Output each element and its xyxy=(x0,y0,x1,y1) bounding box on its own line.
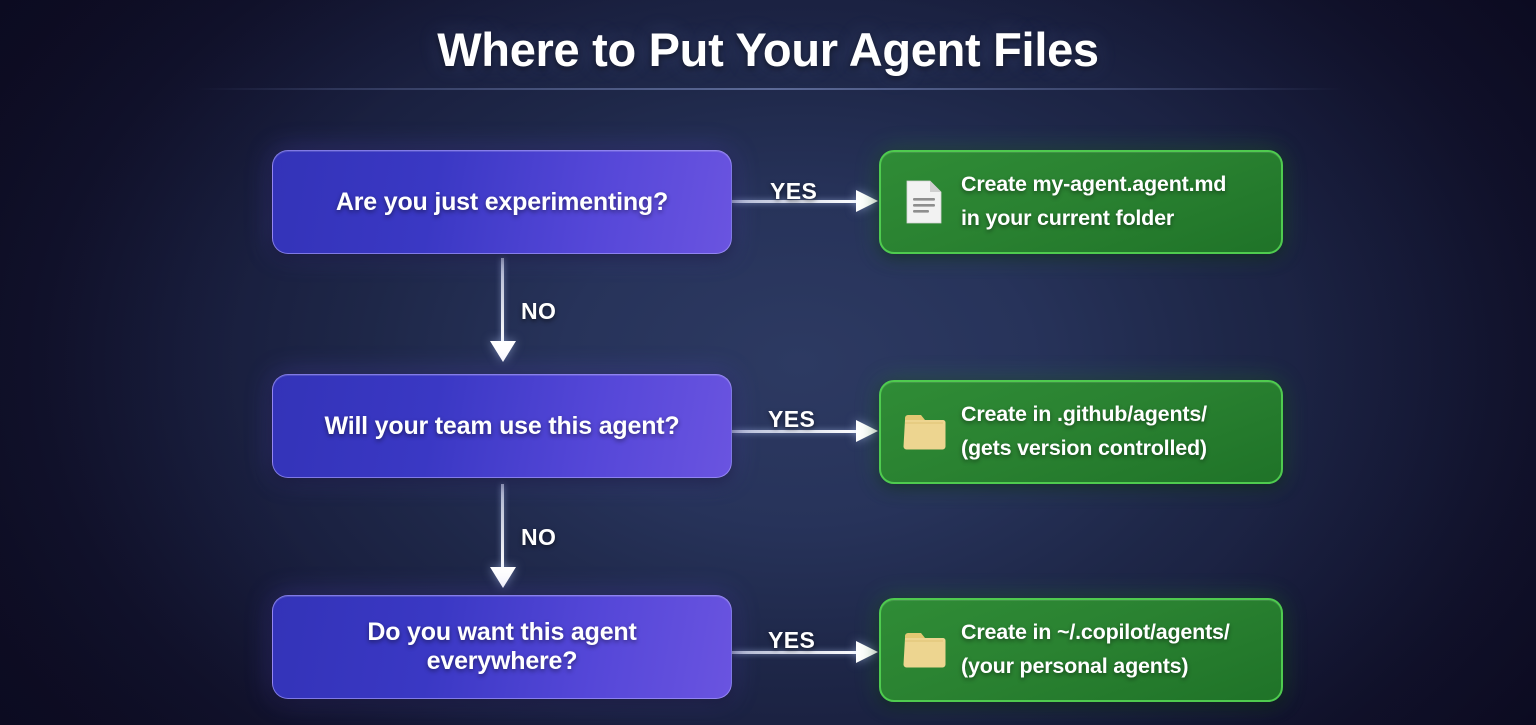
arrow-head xyxy=(856,420,878,442)
arrow-shaft xyxy=(732,430,858,433)
action-text: Create in .github/agents/ (gets version … xyxy=(961,398,1207,466)
arrow-head xyxy=(490,567,516,588)
decision-label: Do you want this agent everywhere? xyxy=(367,618,637,675)
action-box-copilot-agents[interactable]: Create in ~/.copilot/agents/ (your perso… xyxy=(879,598,1283,702)
action-text: Create in ~/.copilot/agents/ (your perso… xyxy=(961,616,1230,684)
decision-box-team-use[interactable]: Will your team use this agent? xyxy=(272,374,732,478)
action-line-1: Create my-agent.agent.md xyxy=(961,172,1227,197)
folder-icon xyxy=(901,408,947,456)
decision-box-experimenting[interactable]: Are you just experimenting? xyxy=(272,150,732,254)
action-line-1: Create in ~/.copilot/agents/ xyxy=(961,620,1230,645)
yes-label-3: YES xyxy=(768,627,816,653)
arrow-shaft xyxy=(732,651,858,654)
arrow-head xyxy=(490,341,516,362)
action-line-2: in your current folder xyxy=(961,206,1175,230)
yes-arrow-2 xyxy=(732,420,878,444)
arrow-shaft xyxy=(501,258,504,342)
action-line-2: (your personal agents) xyxy=(961,654,1189,678)
action-line-2: (gets version controlled) xyxy=(961,436,1207,460)
folder-icon xyxy=(901,626,947,674)
no-arrow-1 xyxy=(490,258,516,362)
yes-arrow-1 xyxy=(732,190,878,214)
yes-label-2: YES xyxy=(768,406,816,432)
action-box-current-folder[interactable]: Create my-agent.agent.md in your current… xyxy=(879,150,1283,254)
decision-label: Are you just experimenting? xyxy=(335,187,669,216)
action-box-github-agents[interactable]: Create in .github/agents/ (gets version … xyxy=(879,380,1283,484)
no-label-2: NO xyxy=(521,524,557,550)
arrow-head xyxy=(856,190,878,212)
arrow-shaft xyxy=(501,484,504,568)
document-icon xyxy=(901,178,947,226)
decision-label: Will your team use this agent? xyxy=(324,411,680,440)
yes-label-1: YES xyxy=(770,178,818,204)
decision-box-everywhere[interactable]: Do you want this agent everywhere? xyxy=(272,595,732,699)
action-text: Create my-agent.agent.md in your current… xyxy=(961,168,1226,236)
action-line-1: Create in .github/agents/ xyxy=(961,402,1207,427)
arrow-shaft xyxy=(732,200,858,203)
yes-arrow-3 xyxy=(732,641,878,665)
no-arrow-2 xyxy=(490,484,516,588)
title-divider xyxy=(196,88,1344,90)
page-title: Where to Put Your Agent Files xyxy=(437,23,1099,76)
arrow-head xyxy=(856,641,878,663)
no-label-1: NO xyxy=(521,298,557,324)
